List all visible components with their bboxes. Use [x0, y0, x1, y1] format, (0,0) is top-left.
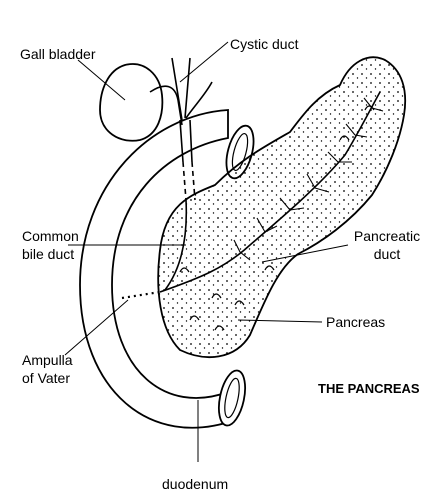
label-pancreas: Pancreas — [326, 314, 385, 331]
label-ampulla-line1: Ampulla — [22, 352, 73, 369]
label-common-bile-duct-line1: Common — [22, 228, 79, 245]
label-duodenum: duodenum — [162, 476, 228, 493]
duodenum-lower-opening — [214, 368, 249, 428]
diagram-title: THE PANCREAS — [318, 380, 420, 397]
label-gall-bladder: Gall bladder — [20, 46, 96, 63]
label-ampulla-line2: of Vater — [22, 370, 70, 387]
label-common-bile-duct-line2: bile duct — [22, 246, 74, 263]
gall-bladder — [100, 64, 162, 141]
ampulla-dots — [122, 292, 160, 298]
label-pancreatic-duct-line2: duct — [352, 246, 422, 263]
label-pancreatic-duct-line1: Pancreatic — [352, 228, 422, 245]
pancreas — [158, 57, 405, 357]
label-cystic-duct: Cystic duct — [230, 36, 298, 53]
hepatic-ducts — [172, 58, 212, 120]
